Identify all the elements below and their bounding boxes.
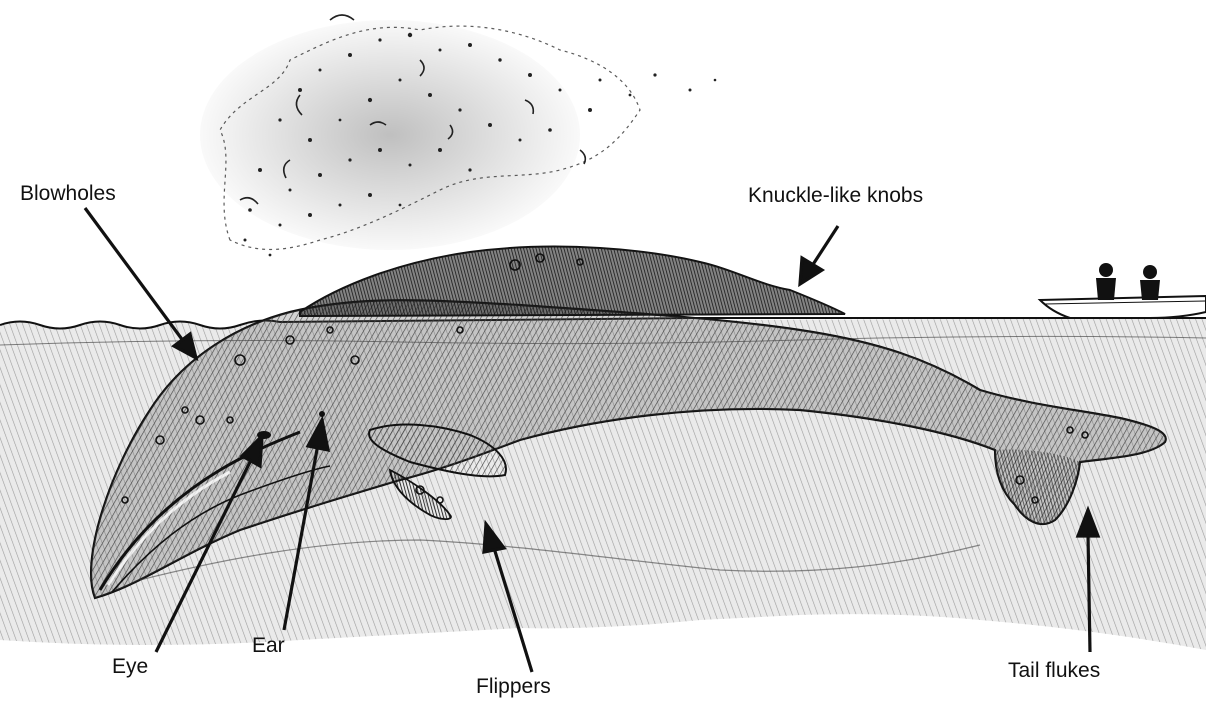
boat xyxy=(1040,263,1206,318)
knobs-arrowhead xyxy=(800,258,822,284)
label-eye: Eye xyxy=(112,655,148,679)
label-blowholes: Blowholes xyxy=(20,182,116,206)
label-tail-flukes: Tail flukes xyxy=(1008,659,1100,683)
label-knuckle-like-knobs: Knuckle-like knobs xyxy=(748,184,923,208)
knobs-arrow xyxy=(812,226,838,266)
spray-cloud xyxy=(200,15,716,256)
tail-arrow xyxy=(1088,534,1090,652)
label-ear: Ear xyxy=(252,634,285,658)
whale-ear xyxy=(319,411,325,417)
label-flippers: Flippers xyxy=(476,675,551,699)
